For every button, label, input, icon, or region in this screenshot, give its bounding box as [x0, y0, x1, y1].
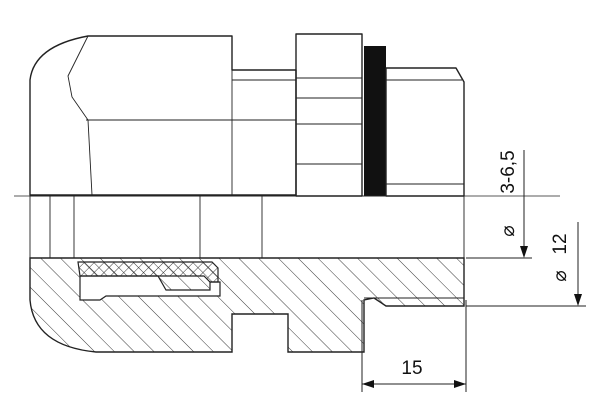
- dome-cap-nut: [29, 35, 297, 196]
- body-hex: [295, 33, 363, 197]
- dim-clamp-range-value: 3-6,5: [498, 150, 519, 193]
- threaded-neck: [385, 67, 465, 197]
- insert-cavity: [79, 275, 221, 301]
- dim-clamp-range-symbol: ⌀: [498, 225, 519, 236]
- dimension-clamp-range: ⌀ 3-6,5: [466, 150, 532, 259]
- exterior-view: [29, 33, 465, 197]
- dimension-thread-length: 15: [361, 300, 467, 392]
- dimension-thread-diameter: ⌀ 12: [466, 222, 586, 307]
- dim-thread-diameter-value: 12: [550, 233, 571, 254]
- clamping-insert: [77, 261, 219, 283]
- cable-bore: [29, 195, 465, 259]
- dim-thread-length-value: 15: [401, 358, 422, 379]
- dim-thread-diameter-symbol: ⌀: [550, 270, 571, 281]
- dome-cap-nut-facet-top: [67, 35, 93, 196]
- seal-ring: [364, 46, 386, 196]
- cross-section-view: [29, 195, 465, 353]
